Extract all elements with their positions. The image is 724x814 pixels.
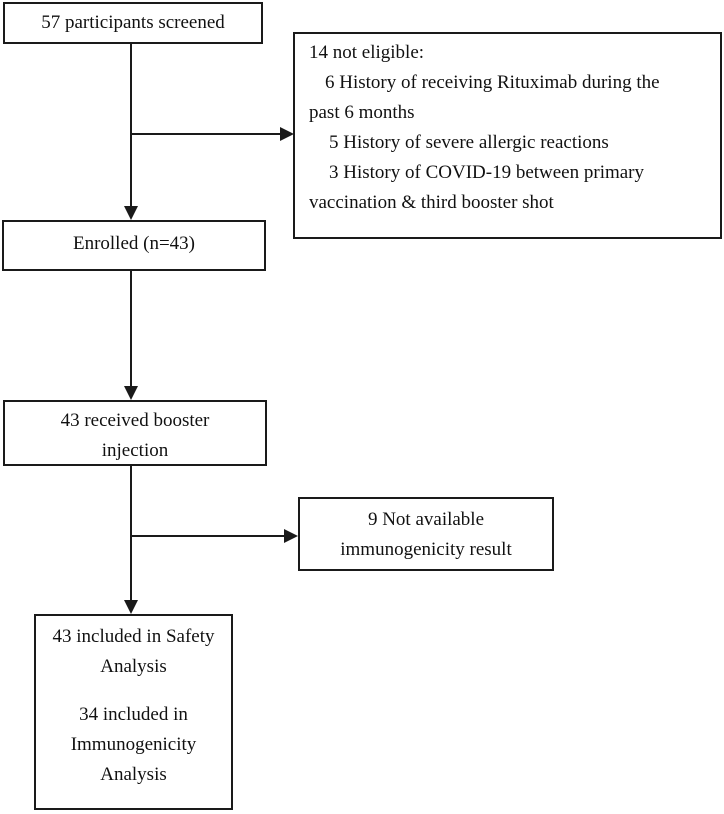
booster-label-line2: injection bbox=[101, 440, 169, 461]
enrolled-box: Enrolled (n=43) bbox=[2, 220, 266, 271]
not-eligible-reason-rituximab: 6 History of receiving Rituximab during … bbox=[325, 72, 660, 93]
not-eligible-reason-covid-cont: vaccination & third booster shot bbox=[309, 192, 554, 213]
immunogenicity-analysis-line3: Analysis bbox=[100, 764, 167, 785]
not-eligible-reason-allergic: 5 History of severe allergic reactions bbox=[329, 132, 609, 153]
not-eligible-reason-rituximab-cont: past 6 months bbox=[309, 102, 415, 123]
safety-analysis-line1: 43 included in Safety bbox=[52, 626, 215, 647]
not-available-label-line1: 9 Not available bbox=[367, 509, 485, 530]
not-available-label-line2: immunogenicity result bbox=[340, 539, 512, 560]
screened-box: 57 participants screened bbox=[3, 2, 263, 44]
analysis-spacer bbox=[36, 682, 231, 700]
analysis-box: 43 included in Safety Analysis 34 includ… bbox=[34, 614, 233, 810]
enrolled-label: Enrolled (n=43) bbox=[72, 233, 196, 254]
arrowhead-not-eligible bbox=[280, 127, 294, 141]
booster-label-line1: 43 received booster bbox=[60, 410, 210, 431]
booster-box: 43 received booster injection bbox=[3, 400, 267, 466]
arrowhead-enrolled bbox=[124, 206, 138, 220]
not-eligible-heading: 14 not eligible: bbox=[309, 42, 425, 63]
arrowhead-not-available bbox=[284, 529, 298, 543]
immunogenicity-analysis-line1: 34 included in bbox=[79, 704, 188, 725]
safety-analysis-line2: Analysis bbox=[100, 656, 167, 677]
arrowhead-analysis bbox=[124, 600, 138, 614]
immunogenicity-analysis-line2: Immunogenicity bbox=[70, 734, 197, 755]
not-eligible-box: 14 not eligible: 6 History of receiving … bbox=[293, 32, 722, 239]
screened-label: 57 participants screened bbox=[41, 12, 225, 33]
not-available-box: 9 Not available immunogenicity result bbox=[298, 497, 554, 571]
not-eligible-reason-covid: 3 History of COVID-19 between primary bbox=[329, 162, 645, 183]
arrowhead-booster bbox=[124, 386, 138, 400]
